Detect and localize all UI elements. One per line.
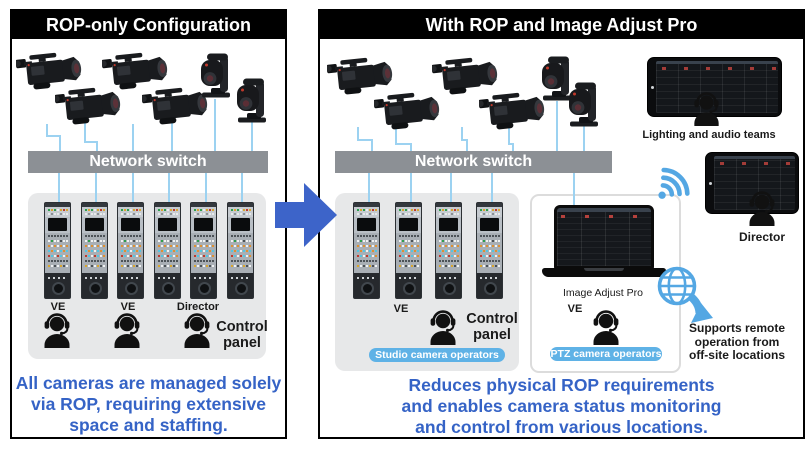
- network-switch: Network switch: [28, 151, 268, 173]
- person-headset-icon: [424, 309, 462, 345]
- rop-control-panel: [227, 202, 254, 299]
- person-headset-icon: [587, 309, 625, 345]
- person-headset-icon: [38, 312, 76, 348]
- rop-control-panel: [476, 202, 503, 299]
- rop-panel-row: [12, 11, 285, 437]
- rop-image-adjust-panel: With ROP and Image Adjust Pro Network sw…: [318, 9, 805, 439]
- rop-control-panel: [81, 202, 108, 299]
- person-headset-icon: [178, 312, 216, 348]
- tablet-director: [705, 152, 799, 214]
- rop-control-panel: [117, 202, 144, 299]
- left-panel-title: ROP-only Configuration: [12, 11, 285, 39]
- app-name-label: Image Adjust Pro: [563, 287, 643, 299]
- rop-control-panel: [190, 202, 217, 299]
- tablet-screen: [714, 156, 795, 210]
- left-caption: All cameras are managed solely via ROP, …: [15, 373, 282, 435]
- operator-label: VE: [393, 303, 409, 315]
- person-headset-icon: [689, 91, 724, 126]
- tablet-teams-label: Lighting and audio teams: [642, 129, 776, 141]
- rop-control-panel: [435, 202, 462, 299]
- remote-note: Supports remote operation from off-site …: [688, 321, 785, 362]
- right-caption: Reduces physical ROP requirements and en…: [401, 375, 722, 437]
- rop-control-panel: [395, 202, 422, 299]
- rop-control-panel: [154, 202, 181, 299]
- operator-label: VE: [50, 301, 66, 313]
- operator-label: VE: [120, 301, 136, 313]
- tablet-camera-dot: [650, 85, 654, 89]
- director-label: Director: [738, 230, 785, 244]
- operator-label: Director: [176, 301, 220, 313]
- person-headset-icon: [108, 312, 146, 348]
- right-panel-title: With ROP and Image Adjust Pro: [320, 11, 803, 39]
- rop-only-panel: ROP-only Configuration Network switch: [10, 9, 287, 439]
- rop-panel-row: [320, 11, 803, 437]
- tablet-lighting-audio: [647, 57, 782, 117]
- rop-control-panel: [44, 202, 71, 299]
- control-panel-label: Control panel: [216, 319, 268, 351]
- globe-remote-icon: [657, 266, 713, 323]
- network-switch: Network switch: [335, 151, 612, 173]
- studio-operators-badge: Studio camera operators: [369, 348, 505, 362]
- ptz-operators-badge: PTZ camera operators: [550, 347, 662, 361]
- tablet-camera-dot: [708, 181, 712, 185]
- arrow-right-icon: [275, 183, 337, 247]
- rop-control-panel: [353, 202, 380, 299]
- wifi-icon: [658, 167, 690, 199]
- operator-label: VE: [567, 303, 583, 315]
- person-headset-icon: [744, 190, 780, 226]
- laptop-base: [542, 268, 666, 277]
- control-panel-label: Control panel: [466, 311, 518, 343]
- laptop-image-adjust-pro: [542, 205, 666, 281]
- laptop-screen: [554, 205, 654, 269]
